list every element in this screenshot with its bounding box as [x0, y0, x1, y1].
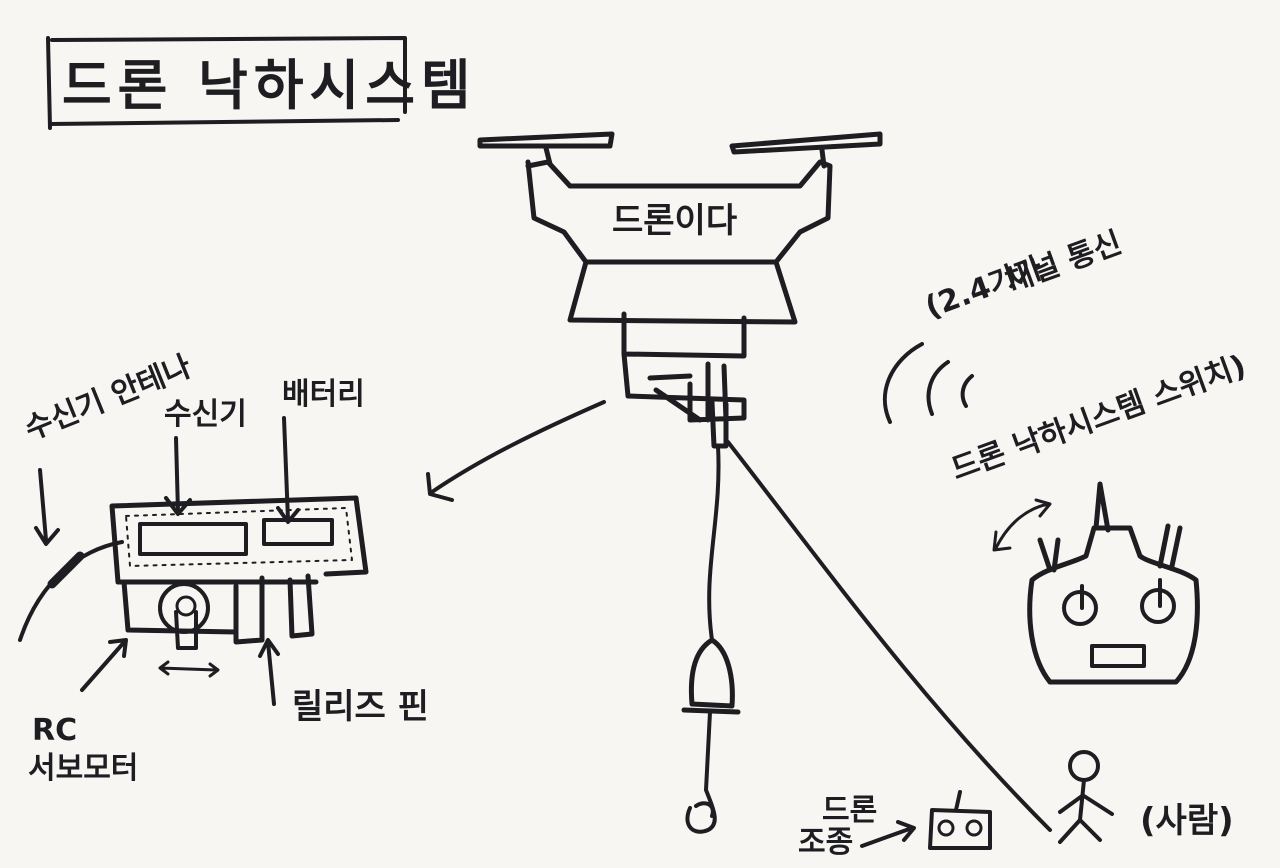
- transmitter-screen: [1092, 646, 1144, 666]
- battery-label: 배터리: [282, 377, 365, 412]
- channel-note-line2: 채널 통신: [1001, 225, 1127, 299]
- drone-control-line1: 드론: [822, 793, 877, 828]
- person-label: (사람): [1140, 801, 1234, 841]
- receiver-box: [140, 524, 246, 554]
- channel-note-line3: 드론 낙하시스템 스위치): [947, 348, 1251, 487]
- battery-box: [264, 520, 332, 544]
- drop-mount: [624, 314, 744, 446]
- drone: 드론이다: [480, 134, 880, 446]
- hook-weight: [684, 640, 738, 712]
- radio-waves: [885, 344, 972, 422]
- tether-line: [728, 442, 1050, 830]
- rc-label: RC: [32, 713, 77, 748]
- drone-label: 드론이다: [612, 201, 737, 241]
- left-propeller: [480, 134, 612, 146]
- drone-control-line2: 조종: [798, 825, 853, 860]
- servo-horn: [160, 584, 208, 632]
- title-box: 드론 낙하시스템: [48, 38, 477, 128]
- drop-rope: [709, 446, 718, 640]
- zoom-arrow: [428, 402, 604, 500]
- receiver-label: 수신기: [164, 397, 247, 432]
- servo-motor-label: 서보모터: [28, 751, 138, 786]
- drone-body: [528, 162, 830, 322]
- rc-transmitter: [994, 484, 1197, 682]
- release-device: [20, 498, 366, 676]
- right-propeller: [732, 134, 880, 152]
- main-antenna: [1096, 484, 1108, 530]
- channel-note: (2.4기가 채널 통신 드론 낙하시스템 스위치): [921, 225, 1251, 487]
- hook-icon: [687, 712, 714, 832]
- small-controller: 드론 조종: [798, 792, 990, 860]
- release-pin-label: 릴리즈 핀: [292, 687, 429, 727]
- page-title: 드론 낙하시스템: [62, 54, 477, 117]
- antenna-wire: [20, 542, 122, 640]
- rope-with-hook: [684, 446, 738, 832]
- person-figure: (사람): [1060, 752, 1234, 842]
